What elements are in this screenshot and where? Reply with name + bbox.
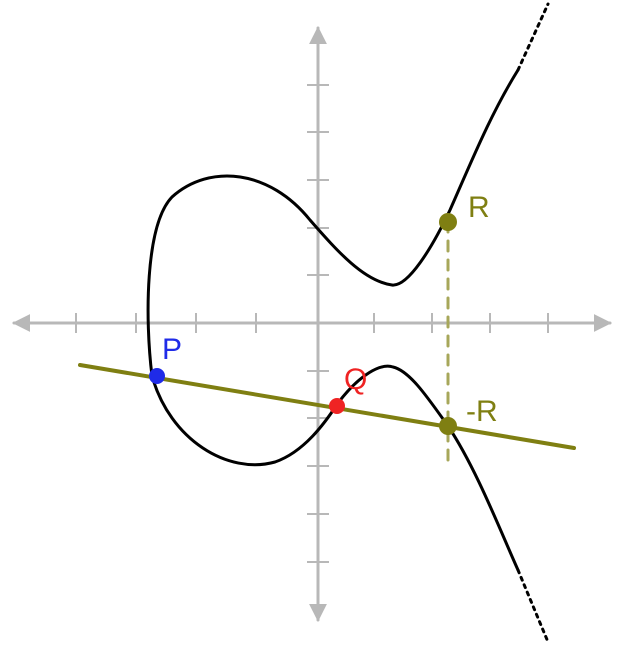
point-q [329, 398, 345, 414]
label-neg-r: -R [466, 395, 498, 428]
point-p [149, 368, 165, 384]
label-r: R [468, 191, 490, 224]
label-p: P [162, 333, 182, 366]
points [149, 213, 457, 435]
elliptic-curve [146, 2, 550, 644]
label-q: Q [344, 363, 367, 396]
point-r [439, 213, 457, 231]
curve-dotted-top [516, 2, 550, 72]
labels: P Q R -R [162, 191, 498, 428]
curve-main [146, 68, 520, 572]
curve-dotted-bottom [516, 568, 550, 644]
point-neg-r [439, 417, 457, 435]
axes [12, 26, 612, 622]
